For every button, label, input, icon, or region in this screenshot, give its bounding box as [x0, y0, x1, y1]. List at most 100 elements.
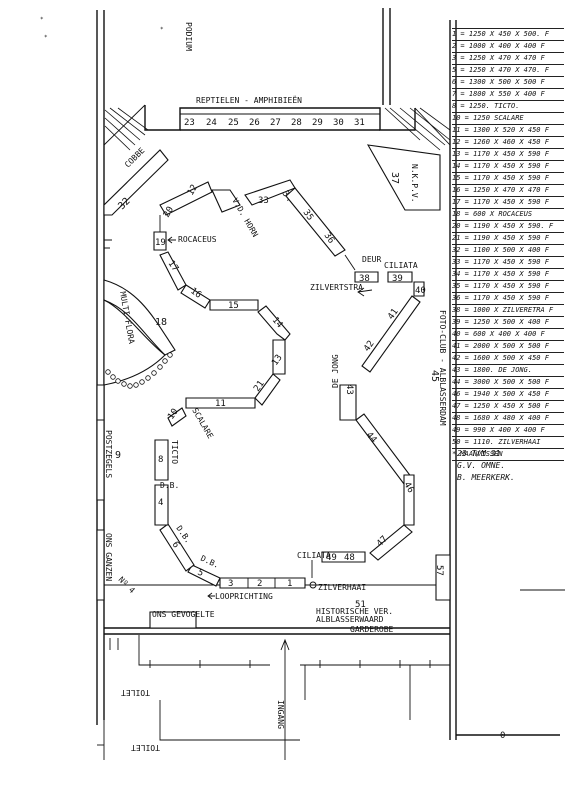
tank-4: 4 [158, 498, 163, 508]
central-aquarium-loop: 20 12 V.D. HORN 33 34 35 36 DEUR CILIATA… [153, 179, 426, 624]
multi-flora-dots [105, 352, 173, 389]
tank-33: 33 [258, 196, 269, 206]
tank-6: 6 [170, 540, 181, 550]
deur-label: DEUR [362, 255, 381, 264]
legend-row: 42 = 1600 X 500 X 450 F [452, 353, 564, 365]
scribble-marks: ∗ ∗ ∗ [40, 15, 164, 40]
svg-text:∗: ∗ [160, 25, 164, 32]
nkpv-label: N.K.P.V. [410, 164, 419, 203]
tank-23: 23 [184, 118, 195, 128]
legend-row: 47 = 1250 X 450 X 500 F [452, 401, 564, 413]
alblasserwaard-label: ALBLASSERWAARD [316, 615, 384, 624]
tank-30: 30 [333, 118, 344, 128]
dejong-label: DE JONG [331, 354, 340, 388]
bottom-rooms: GARDEROBE TOILET TOILET INGANG 0 [109, 625, 505, 760]
tank-18: 18 [155, 317, 167, 328]
historische-label: HISTORISCHE VER. [316, 607, 393, 616]
podium-label: PODIUM [184, 22, 193, 51]
left-wall-exhibits: COBBE 32 MULTI-FLORA 18 POSTZEGELS 9 ONS… [96, 146, 215, 629]
tank-8: 8 [158, 455, 163, 465]
legend-row: * MAANVISSEN [452, 449, 564, 461]
scalare-label: SCALARE [190, 407, 215, 441]
tank-38: 38 [359, 274, 370, 284]
reptiles-gallery: REPTIELEN - AMPHIBIEËN 23 24 25 26 27 28… [103, 22, 451, 151]
legend-row: 36 = 1170 X 450 X 590 F [452, 293, 564, 305]
note-line: 23 T/M 31 [457, 449, 501, 458]
tank-39: 39 [392, 274, 403, 284]
legend-row: 48 = 1680 X 480 X 400 F [452, 413, 564, 425]
tank-28: 28 [291, 118, 302, 128]
tank-46: 46 [401, 481, 415, 495]
legend-row: 43 = 1800. DE JONG. [452, 365, 564, 377]
tank-11: 11 [215, 399, 226, 409]
tank-57: 57 [434, 565, 444, 576]
tank-45: 45 [429, 370, 440, 382]
legend-row: 41 = 2000 X 500 X 500 F [452, 341, 564, 353]
ingang-label: INGANG [276, 700, 285, 729]
legend-row: 16 = 1250 X 470 X 470 F [452, 185, 564, 197]
garderobe-label: GARDEROBE [350, 625, 394, 634]
tank-2: 2 [257, 579, 262, 589]
ciliata-top-label: CILIATA [384, 261, 418, 270]
legend-row: 14 = 1170 X 450 X 590 F [452, 161, 564, 173]
legend-row: 7 = 1800 X 550 X 400 F [452, 89, 564, 101]
note-line: G.V. OMNE. [457, 461, 506, 470]
foto-club-label: FOTO-CLUB - ALBLASSERDAM [438, 310, 447, 426]
tank-25: 25 [228, 118, 239, 128]
tank-20: 20 [162, 205, 176, 219]
legend-row: 18 = 600 X ROCACEUS [452, 209, 564, 221]
legend-row: 35 = 1170 X 450 X 590 F [452, 281, 564, 293]
legend-row: 49 = 990 X 400 X 400 F [452, 425, 564, 437]
legend-row: 17 = 1170 X 450 X 590 F [452, 197, 564, 209]
tank-43: 43 [344, 384, 354, 395]
zilvertstra-label: ZILVERTSTRA [310, 283, 363, 292]
legend-row: 13 = 1170 X 450 X 590 F [452, 149, 564, 161]
tank-9: 9 [115, 450, 121, 461]
reptiles-label: REPTIELEN - AMPHIBIEËN [196, 95, 302, 105]
tanks-23-31: 23 24 25 26 27 28 29 30 31 [184, 118, 365, 128]
notes: 23 T/M 31 G.V. OMNE. B. MEERKERK. [457, 448, 515, 484]
rocaceus-label: ROCACEUS [178, 235, 217, 244]
legend-row: 38 = 1000 X ZILVERETRA F [452, 305, 564, 317]
legend-row: 11 = 1300 X 520 X 450 F [452, 125, 564, 137]
legend-row: 44 = 3000 X 500 X 500 F [452, 377, 564, 389]
legend-row: 46 = 1940 X 500 X 450 F [452, 389, 564, 401]
tank-27: 27 [270, 118, 281, 128]
tank-19: 19 [155, 238, 166, 248]
legend-row: 3 = 1250 X 470 X 470 F [452, 53, 564, 65]
ons-gevogelte-label: ONS GEVOGELTE [152, 610, 215, 619]
toilet-1-label: TOILET [121, 688, 150, 697]
ticto-label: TICTO [170, 440, 179, 464]
zero-mark: 0 [500, 731, 505, 741]
svg-text:∗: ∗ [44, 33, 48, 40]
legend-row: 39 = 1250 X 500 X 400 F [452, 317, 564, 329]
tank-48: 48 [344, 553, 355, 563]
legend-row: 50 = 1110. ZILVERHAAI [452, 437, 564, 449]
legend-row: 5 = 1250 X 470 X 470. F [452, 65, 564, 77]
tank-24: 24 [206, 118, 217, 128]
tank-49: 49 [326, 553, 337, 563]
toilet-2-label: TOILET [131, 743, 160, 752]
right-wall-exhibits: N.K.P.V. 37 FOTO-CLUB - ALBLASSERDAM 45 … [366, 144, 451, 601]
legend-row: 34 = 1170 X 450 X 590 F [452, 269, 564, 281]
postzegels-label: POSTZEGELS [104, 430, 113, 478]
db-label-1: D.B. [160, 481, 179, 490]
tank-29: 29 [312, 118, 323, 128]
tank-12: 12 [186, 183, 200, 197]
legend-row: 15 = 1170 X 450 X 590 F [452, 173, 564, 185]
note-line: B. MEERKERK. [457, 473, 515, 482]
tank-37: 37 [389, 172, 400, 184]
svg-text:∗: ∗ [40, 15, 44, 22]
db-label-3: D.B. [199, 554, 220, 570]
tank-40: 40 [415, 286, 426, 296]
legend-row: 33 = 1170 X 450 X 590 F [452, 257, 564, 269]
legend-row: 40 = 600 X 400 X 400 F [452, 329, 564, 341]
ciliata-bottom-label: CILIATA [297, 551, 331, 560]
looprichting-label: LOOPRICHTING [215, 592, 273, 601]
legend-row: 20 = 1190 X 450 X 590. F [452, 221, 564, 233]
legend-row: 2 = 1000 X 400 X 400 F [452, 41, 564, 53]
tank-5: 5 [196, 568, 205, 579]
legend-row: 1 = 1250 X 450 X 500. F [452, 28, 564, 41]
